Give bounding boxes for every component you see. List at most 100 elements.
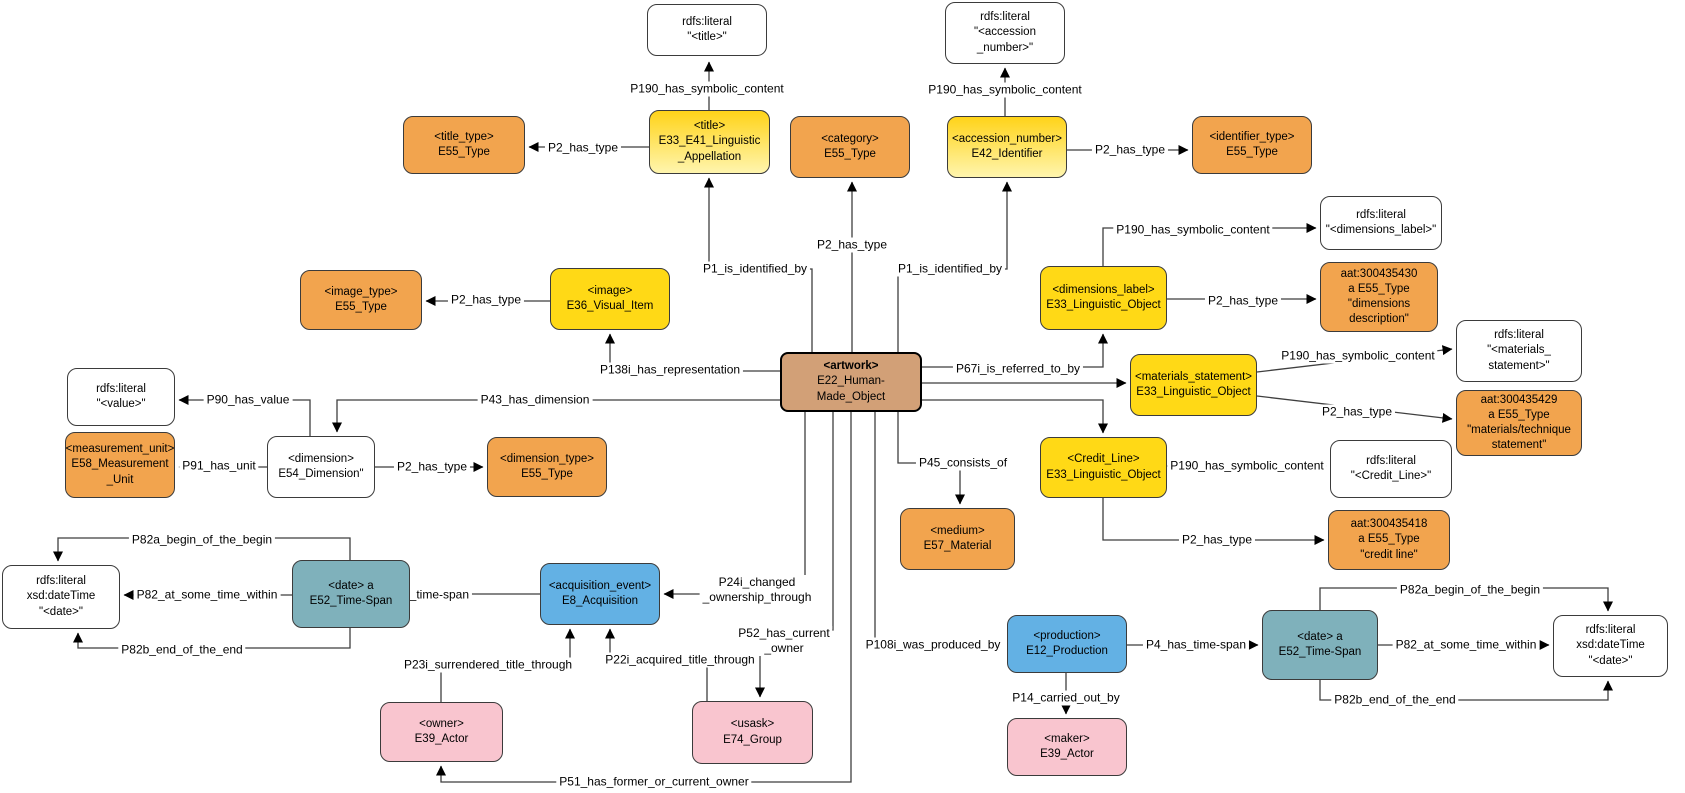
- node-label: _Appellation: [677, 150, 742, 163]
- node-label: E33_Linguistic_Object: [1046, 468, 1161, 481]
- node-literal-date-right[interactable]: rdfs:literal xsd:dateTime "<date>": [1553, 615, 1668, 677]
- edge-label-text: P190_has_symbolic_content: [928, 82, 1082, 97]
- node-label: E36_Visual_Item: [566, 300, 654, 312]
- node-literal-materials-statement[interactable]: rdfs:literal"<materials_statement>": [1456, 320, 1582, 382]
- node-artwork[interactable]: <artwork>E22_Human-Made_Object: [780, 352, 922, 412]
- node-medium[interactable]: <medium>E57_Material: [900, 508, 1015, 570]
- node-label: _number>": [976, 41, 1034, 54]
- edge-label: P23i_surrendered_title_through: [400, 657, 576, 673]
- edge-label: P51_has_former_or_current_owner: [556, 774, 752, 790]
- edge-label-text: P138i_has_representation: [599, 362, 741, 377]
- edge-label: P24i_changed_ownership_through: [699, 575, 815, 605]
- node-label: aat:300435429: [1480, 393, 1558, 406]
- node-label: E52_Time-Span: [1278, 646, 1362, 658]
- edge-label: P2_has_type: [813, 237, 891, 253]
- node-timespan-left[interactable]: <date> a E52_Time-Span: [292, 560, 410, 628]
- node-dimension[interactable]: <dimension>E54_Dimension": [267, 436, 375, 498]
- node-title-type[interactable]: <title_type>E55_Type: [403, 116, 525, 174]
- node-label: "<date>": [1588, 654, 1633, 667]
- edge-label-text: P190_has_symbolic_content: [630, 81, 784, 96]
- node-label: <dimensions_label>: [1052, 283, 1155, 296]
- edge-label: P45_consists_of: [915, 455, 1011, 471]
- node-materials-statement[interactable]: <materials_statement>E33_Linguistic_Obje…: [1130, 354, 1257, 416]
- edge-label: P22i_acquired_title_through: [602, 652, 758, 668]
- node-literal-dimensions-label[interactable]: rdfs:literal"<dimensions_label>": [1320, 196, 1442, 250]
- edge-line: [663, 412, 806, 599]
- node-label: <materials_statement>: [1135, 370, 1252, 383]
- node-title[interactable]: <title>E33_E41_Linguistic_Appellation: [649, 110, 770, 174]
- node-label: <title_type>: [434, 130, 494, 143]
- edge-line: [1319, 680, 1613, 701]
- node-label: E42_Identifier: [971, 148, 1043, 160]
- edge-label: P2_has_type: [393, 459, 471, 475]
- node-accession-number[interactable]: <accession_number>E42_Identifier: [947, 116, 1067, 178]
- node-maker[interactable]: <maker>E39_Actor: [1007, 718, 1127, 776]
- edge-line: [922, 399, 1108, 434]
- node-label: aat:300435430: [1340, 267, 1418, 280]
- edge-label-text: P91_has_unit: [182, 458, 256, 473]
- node-literal-title[interactable]: rdfs:literal"<title>": [647, 4, 767, 56]
- edge-label: P2_has_type: [1178, 532, 1256, 548]
- edge-label: P67i_is_referred_to_by: [952, 361, 1084, 377]
- edge-label-text: P2_has_type: [1094, 142, 1166, 157]
- edge-label: P82_at_some_time_within: [133, 587, 281, 603]
- node-literal-accession-number[interactable]: rdfs:literal "<accession _number>": [945, 2, 1065, 64]
- edge-label-text: P24i_changed: [718, 575, 796, 589]
- node-label: rdfs:literal: [980, 11, 1030, 24]
- node-label: E55_Type: [1226, 146, 1278, 158]
- node-label: E57_Material: [923, 540, 992, 552]
- node-label: statement>": [1488, 359, 1550, 372]
- node-label: a E55_Type: [1488, 408, 1550, 421]
- node-literal-credit-line[interactable]: rdfs:literal"<Credit_Line>": [1330, 440, 1452, 498]
- node-credit-line[interactable]: <Credit_Line>E33_Linguistic_Object: [1040, 437, 1167, 498]
- node-label: E8_Acquisition: [561, 595, 639, 607]
- edge-label-text: P2_has_type: [816, 237, 888, 252]
- edge-label: P2_has_type: [447, 292, 525, 308]
- edge-label: P91_has_unit: [179, 458, 259, 474]
- node-label: statement": [1491, 439, 1547, 452]
- node-label: "<accession: [974, 26, 1036, 39]
- node-label: E74_Group: [723, 733, 782, 746]
- node-label: E52_Time-Span: [309, 595, 393, 607]
- node-label: <date> a: [328, 579, 374, 592]
- node-acquisition-event[interactable]: <acquisition_event>E8_Acquisition: [540, 563, 660, 625]
- node-image[interactable]: <image>E36_Visual_Item: [550, 268, 670, 330]
- node-label: description": [1349, 313, 1409, 326]
- node-label: E33_E41_Linguistic: [658, 135, 761, 148]
- node-label: "<title>": [687, 31, 727, 43]
- node-label: E55_Type: [824, 148, 876, 160]
- node-literal-value[interactable]: rdfs:literal"<value>": [67, 368, 175, 426]
- edge-label: P1_is_identified_by: [894, 261, 1006, 277]
- node-label: xsd:dateTime: [1576, 639, 1645, 652]
- node-label: E33_Linguistic_Object: [1046, 299, 1161, 311]
- node-label: rdfs:literal: [96, 382, 146, 395]
- edge-line: [332, 399, 780, 433]
- edge-label: P82a_begin_of_the_begin: [128, 532, 276, 548]
- node-usask[interactable]: <usask>E74_Group: [692, 701, 813, 764]
- edge-label-text: P2_has_type: [547, 140, 619, 155]
- node-identifier-type[interactable]: <identifier_type>E55_Type: [1192, 116, 1312, 174]
- node-label: E54_Dimension": [278, 468, 364, 480]
- node-measurement-unit[interactable]: <measurement_unit>E58_Measurement_Unit: [65, 432, 175, 498]
- node-label: E22_Human-: [817, 375, 885, 388]
- node-label: <dimension_type>: [500, 452, 594, 465]
- edge-label-text: P82_at_some_time_within: [136, 587, 278, 602]
- edge-label-text: P2_has_type: [396, 459, 468, 474]
- node-production[interactable]: <production>E12_Production: [1007, 615, 1127, 673]
- node-dimension-type[interactable]: <dimension_type>E55_Type: [487, 437, 607, 497]
- node-owner[interactable]: <owner>E39_Actor: [380, 702, 503, 762]
- node-category[interactable]: <category>E55_Type: [790, 116, 910, 178]
- node-dimensions-label[interactable]: <dimensions_label> E33_Linguistic_Object: [1040, 266, 1167, 330]
- node-label: E39_Actor: [414, 733, 469, 745]
- node-image-type[interactable]: <image_type>E55_Type: [300, 270, 422, 330]
- node-label: rdfs:literal: [1585, 624, 1636, 637]
- edge-label: P108i_was_produced_by: [862, 637, 1004, 653]
- edge-label: P2_has_type: [1204, 293, 1282, 309]
- edge-label-text: P1_is_identified_by: [897, 261, 1003, 276]
- node-label: E55_Type: [335, 301, 387, 313]
